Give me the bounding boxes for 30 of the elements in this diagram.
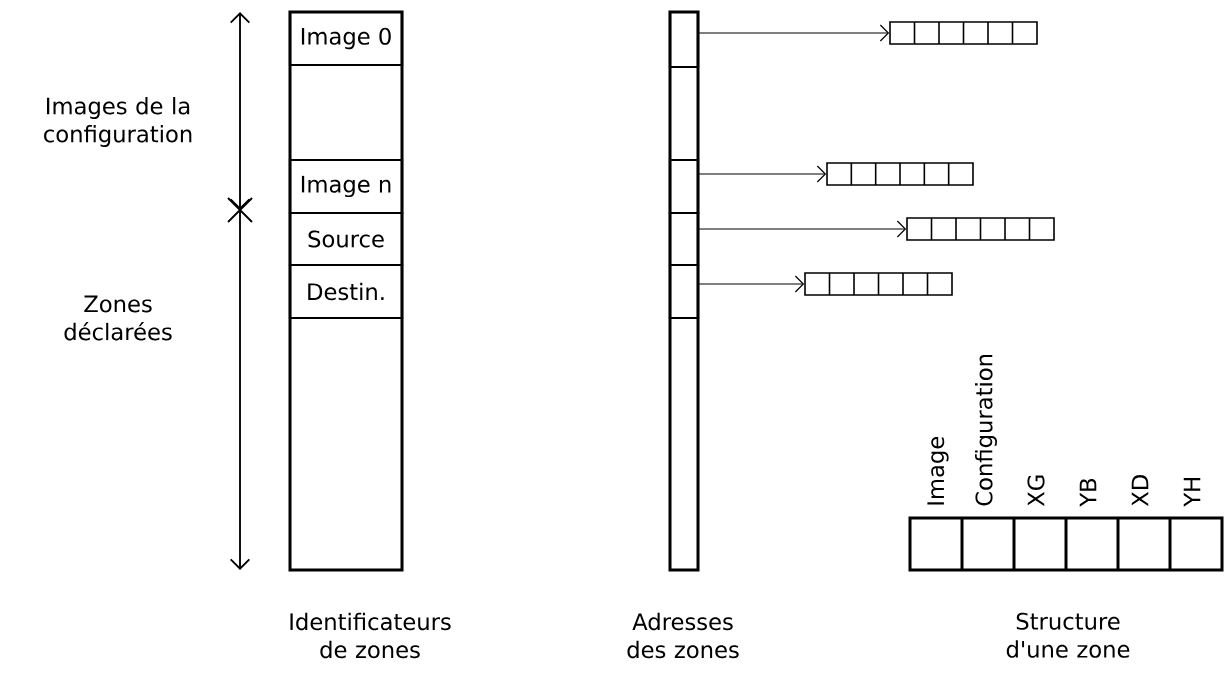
column-label: YH [1183, 478, 1201, 507]
column-label: XD [1131, 475, 1149, 507]
arrow [698, 24, 890, 42]
cell: Destin. [288, 263, 404, 320]
arrow [698, 165, 827, 183]
cell-bar [804, 272, 953, 296]
node-label: Adresses des zones [627, 612, 739, 659]
cell [668, 211, 700, 267]
cell [668, 10, 700, 69]
memory-column [668, 10, 700, 572]
cell-bar [906, 217, 1055, 241]
side-label: Zones déclarées [64, 295, 172, 341]
cell-bar [826, 162, 974, 186]
side-label: Images de la configuration [44, 97, 192, 147]
cell: Image n [288, 158, 404, 215]
memory-column [288, 10, 404, 572]
node-label: Identificateurs de zones [290, 612, 451, 659]
arrow [698, 275, 805, 293]
column-label: Image [927, 436, 949, 505]
column-label: YB [1079, 478, 1097, 507]
cell [668, 263, 700, 320]
cell [668, 158, 700, 215]
column-label: Configuration [975, 354, 997, 506]
arrow [698, 220, 907, 238]
cell: Image 0 [288, 10, 404, 67]
cell: Source [288, 211, 404, 267]
cell-bar [889, 21, 1038, 45]
structure-bar [908, 516, 1224, 572]
node-label: Structure d'une zone [1006, 612, 1130, 658]
column-label: XG [1027, 475, 1045, 507]
